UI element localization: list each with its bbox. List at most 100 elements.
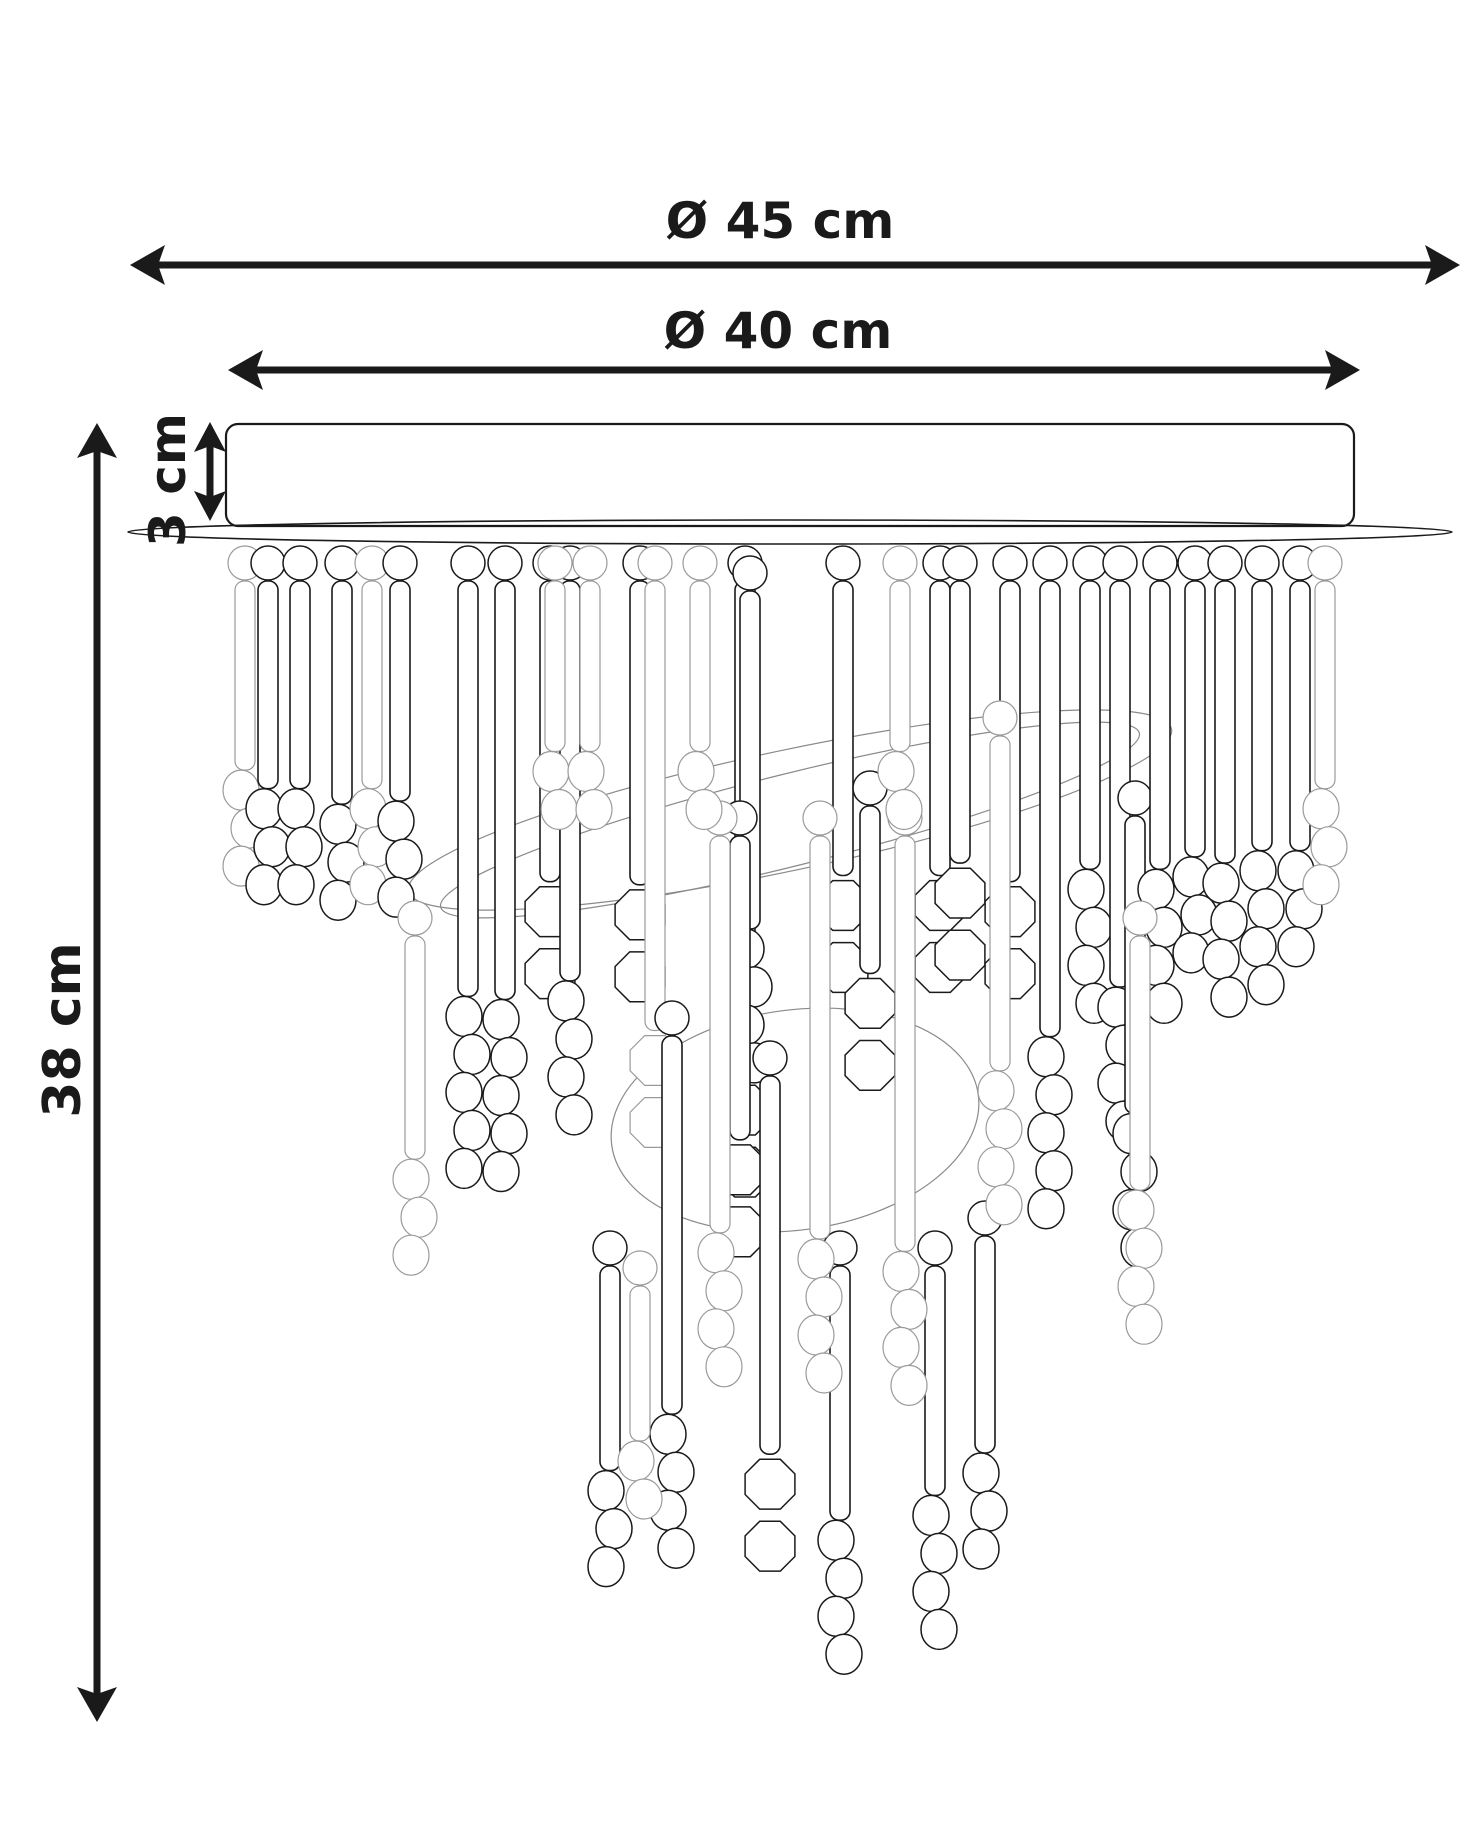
crystal-strand <box>977 700 1023 1226</box>
strand-hook-bead <box>1307 545 1343 581</box>
crystal-strand <box>649 1000 695 1569</box>
crystal-rod <box>989 735 1011 1072</box>
oval-crystal <box>490 1112 528 1155</box>
strand-hook-bead <box>1117 780 1153 816</box>
oval-crystal <box>1202 938 1240 980</box>
crystal-rod <box>331 580 353 805</box>
oval-crystal <box>1247 963 1285 1006</box>
oval-crystal <box>805 1276 843 1318</box>
crystal-rod <box>929 580 951 877</box>
crystal-strand <box>877 545 923 831</box>
oval-crystal <box>277 863 315 906</box>
canopy-height-arrow <box>194 422 226 521</box>
oval-crystal <box>705 1346 743 1388</box>
crystal-rod <box>234 580 256 771</box>
crystal-strands <box>222 545 1348 1675</box>
oval-crystal <box>245 787 283 830</box>
strand-hook-bead <box>382 545 418 581</box>
crystal-rod <box>1184 580 1206 858</box>
oval-crystal <box>1075 906 1113 949</box>
oval-crystal <box>482 1150 520 1193</box>
oval-crystal <box>1027 1187 1065 1230</box>
oval-crystal <box>1310 826 1348 868</box>
crystal-rod <box>404 935 426 1160</box>
oval-crystal <box>392 1234 430 1276</box>
oval-crystal <box>1202 862 1240 904</box>
oval-crystal <box>555 1018 593 1060</box>
oval-crystal <box>985 1184 1023 1226</box>
oval-crystal <box>392 1158 430 1200</box>
outer-diameter-arrow <box>130 245 1460 285</box>
crystal-rod <box>579 580 601 753</box>
oval-crystal <box>1277 925 1315 968</box>
crystal-strand <box>245 545 291 906</box>
spiral-ring-middle <box>439 721 1141 919</box>
crystal-strand <box>912 1230 958 1651</box>
strand-hook-bead <box>537 545 573 581</box>
strand-hook-bead <box>917 1230 953 1266</box>
crystal-rod <box>832 580 854 877</box>
crystal-strand <box>844 770 896 1092</box>
oval-crystal <box>532 750 570 793</box>
canopy-plate <box>224 422 1356 528</box>
strand-hook-bead <box>282 545 318 581</box>
oval-crystal <box>277 787 315 830</box>
octagon-crystal <box>744 1520 796 1572</box>
oval-crystal <box>385 838 423 880</box>
strand-hook-bead <box>1177 545 1213 581</box>
crystal-rod <box>949 580 971 864</box>
crystal-rod <box>389 580 411 802</box>
strand-hook-bead <box>1032 545 1068 581</box>
strand-hook-bead <box>1244 545 1280 581</box>
canopy-diameter-arrow <box>228 350 1360 390</box>
oval-crystal <box>1067 944 1105 987</box>
oval-crystal <box>482 998 520 1041</box>
oval-crystal <box>285 825 323 868</box>
strand-hook-bead <box>324 545 360 581</box>
oval-crystal <box>817 1519 855 1561</box>
strand-hook-bead <box>732 555 768 591</box>
oval-crystal <box>1117 1265 1155 1307</box>
oval-crystal <box>595 1507 633 1550</box>
strand-hook-bead <box>1102 545 1138 581</box>
octagon-crystal <box>934 929 986 981</box>
total-height-arrow <box>77 423 117 1722</box>
oval-crystal <box>797 1314 835 1356</box>
oval-crystal <box>555 1094 593 1136</box>
strand-hook-bead <box>654 1000 690 1036</box>
oval-crystal <box>962 1528 1000 1570</box>
strand-hook-bead <box>882 545 918 581</box>
strand-hook-bead <box>637 545 673 581</box>
oval-crystal <box>1035 1073 1073 1116</box>
strand-hook-bead <box>250 545 286 581</box>
oval-crystal <box>1239 849 1277 892</box>
oval-crystal <box>617 1440 655 1482</box>
oval-crystal <box>490 1036 528 1079</box>
crystal-strand <box>817 1230 863 1675</box>
crystal-rod <box>894 835 916 1252</box>
oval-crystal <box>885 788 923 831</box>
strand-hook-bead <box>1207 545 1243 581</box>
oval-crystal <box>1302 788 1340 830</box>
crystal-strand <box>319 545 365 921</box>
oval-crystal <box>890 1288 928 1331</box>
crystal-rod <box>599 1265 621 1472</box>
oval-crystal <box>977 1070 1015 1112</box>
crystal-rod <box>809 835 831 1240</box>
crystal-strand <box>1117 900 1163 1345</box>
oval-crystal <box>253 825 291 868</box>
strand-hook-bead <box>752 1040 788 1076</box>
crystal-rod <box>457 580 479 998</box>
strand-hook-bead <box>1142 545 1178 581</box>
crystal-strand <box>1067 545 1113 1025</box>
oval-crystal <box>705 1270 743 1312</box>
oval-crystal <box>882 1250 920 1293</box>
oval-crystal <box>445 1147 483 1190</box>
strand-hook-bead <box>942 545 978 581</box>
crystal-strand <box>1202 545 1248 1018</box>
oval-crystal <box>1247 887 1285 930</box>
oval-crystal <box>882 1326 920 1369</box>
strand-hook-bead <box>825 545 861 581</box>
strand-hook-bead <box>450 545 486 581</box>
strand-hook-bead <box>487 545 523 581</box>
